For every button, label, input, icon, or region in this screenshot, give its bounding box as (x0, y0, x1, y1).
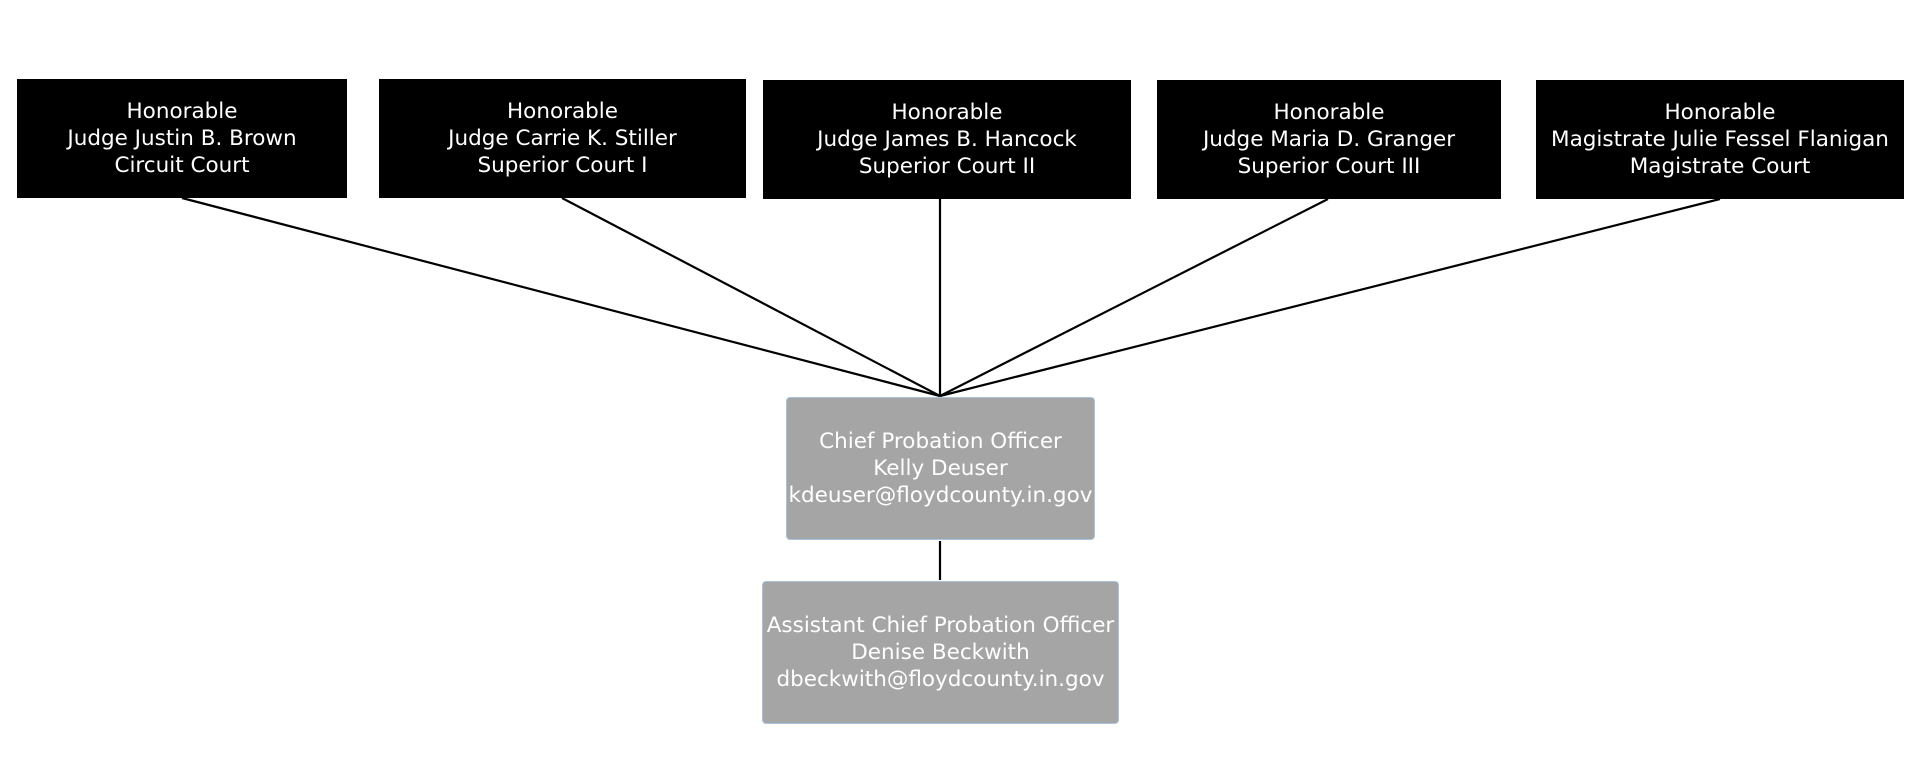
judge-name: Judge Justin B. Brown (67, 126, 297, 151)
judge-name: Judge Carrie K. Stiller (448, 126, 677, 151)
chief-probation-officer-box: Chief Probation Officer Kelly Deuser kde… (786, 397, 1095, 540)
judge-name: Magistrate Julie Fessel Flanigan (1551, 127, 1889, 152)
officer-email: kdeuser@floydcounty.in.gov (788, 483, 1093, 508)
connector-judge-1 (181, 196, 941, 398)
judge-court: Superior Court III (1237, 154, 1421, 179)
judge-honorific: Honorable (126, 99, 238, 124)
judge-court: Magistrate Court (1629, 154, 1811, 179)
judge-court: Superior Court I (477, 153, 648, 178)
judge-honorific: Honorable (891, 100, 1003, 125)
judge-box-superior-court-2: Honorable Judge James B. Hancock Superio… (763, 80, 1131, 199)
judge-box-superior-court-3: Honorable Judge Maria D. Granger Superio… (1157, 80, 1501, 199)
officer-email: dbeckwith@floydcounty.in.gov (776, 667, 1105, 692)
connector-judge-2 (561, 197, 941, 397)
officer-title: Assistant Chief Probation Officer (766, 613, 1115, 638)
connector-judge-4 (939, 198, 1329, 397)
officer-title: Chief Probation Officer (819, 429, 1062, 454)
judge-court: Circuit Court (114, 153, 250, 178)
judge-box-circuit-court: Honorable Judge Justin B. Brown Circuit … (17, 79, 347, 198)
judge-honorific: Honorable (1664, 100, 1776, 125)
officer-name: Denise Beckwith (851, 640, 1030, 665)
judge-name: Judge James B. Hancock (817, 127, 1077, 152)
judge-honorific: Honorable (1273, 100, 1385, 125)
judge-box-superior-court-1: Honorable Judge Carrie K. Stiller Superi… (379, 79, 746, 198)
connector-judge-5 (939, 197, 1721, 398)
judge-honorific: Honorable (507, 99, 618, 124)
judge-name: Judge Maria D. Granger (1202, 127, 1456, 152)
judge-box-magistrate-court: Honorable Magistrate Julie Fessel Flanig… (1536, 80, 1904, 199)
assistant-chief-probation-officer-box: Assistant Chief Probation Officer Denise… (762, 581, 1119, 724)
judge-court: Superior Court II (858, 154, 1036, 179)
officer-name: Kelly Deuser (873, 456, 1008, 481)
